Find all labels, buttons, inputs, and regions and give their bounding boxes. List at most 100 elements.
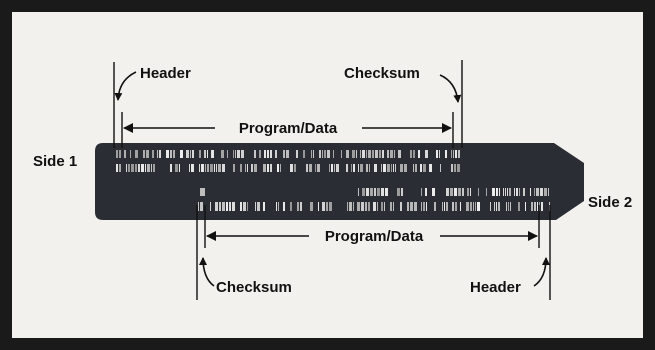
track-4-stripe: [494, 202, 495, 211]
track-2-stripe: [128, 164, 130, 172]
track-4-stripe: [537, 202, 538, 211]
track-2-stripe: [451, 164, 453, 172]
track-2-stripe: [387, 164, 390, 172]
track-1-stripe: [387, 150, 389, 158]
track-1-stripe: [259, 150, 261, 158]
track-4-stripe: [477, 202, 480, 211]
track-2-stripe: [222, 164, 225, 172]
track-4-stripe: [257, 202, 260, 211]
track-1-stripe: [124, 150, 126, 158]
track-4-stripe: [498, 202, 500, 211]
track-1-stripe: [375, 150, 378, 158]
track-1-stripe: [346, 150, 349, 158]
track-2-stripe: [393, 164, 394, 172]
track-3-stripe: [467, 188, 469, 196]
track-4-stripe: [353, 202, 354, 211]
track-4-stripe: [278, 202, 279, 211]
track-1-stripe: [425, 150, 428, 158]
track-3-stripe: [362, 188, 365, 196]
track-4-stripe: [470, 202, 472, 211]
track-2-stripe: [317, 164, 320, 172]
track-1-stripe: [313, 150, 314, 158]
track-4-stripe: [434, 202, 436, 211]
track-3-stripe: [499, 188, 500, 196]
track-3-stripe: [397, 188, 400, 196]
track-4-stripe: [318, 202, 319, 211]
track-2-stripe: [413, 164, 414, 172]
track-4-stripe: [243, 202, 246, 211]
track-1-stripe: [233, 150, 234, 158]
track-3-stripe: [540, 188, 543, 196]
track-1-stripe: [311, 150, 312, 158]
track-4-stripe: [446, 202, 448, 211]
magnetic-card: [95, 143, 584, 220]
track-3-stripe: [519, 188, 520, 196]
track-3-stripe: [523, 188, 525, 196]
track-4-stripe: [393, 202, 394, 211]
track-2-stripe: [153, 164, 155, 172]
track-4-stripe: [518, 202, 520, 211]
track-4-stripe: [410, 202, 413, 211]
program-data-bottom-label: Program/Data: [325, 228, 424, 245]
track-3-stripe: [432, 188, 435, 196]
track-4-stripe: [229, 202, 231, 211]
track-4-stripe: [460, 202, 461, 211]
track-1-stripe: [398, 150, 401, 158]
header-bottom-label: Header: [470, 279, 521, 296]
side-1-label: Side 1: [33, 153, 77, 170]
track-3-stripe: [516, 188, 518, 196]
track-3-stripe: [446, 188, 449, 196]
track-2-stripe: [267, 164, 269, 172]
track-4-stripe: [240, 202, 242, 211]
track-4-stripe: [368, 202, 370, 211]
track-2-stripe: [138, 164, 140, 172]
track-1-stripe: [173, 150, 175, 158]
track-2-stripe: [353, 164, 355, 172]
track-2-stripe: [145, 164, 146, 172]
track-4-stripe: [421, 202, 422, 211]
track-1-stripe: [170, 150, 172, 158]
track-4-stripe: [283, 202, 285, 211]
track-4-stripe: [226, 202, 228, 211]
track-1-stripe: [275, 150, 277, 158]
track-1-stripe: [130, 150, 131, 158]
track-4-stripe: [381, 202, 383, 211]
track-1-stripe: [254, 150, 256, 158]
track-1-stripe: [455, 150, 457, 158]
checksum-bottom-pointer-arrow: [199, 257, 215, 287]
track-3-stripe: [507, 188, 508, 196]
track-2-stripe: [351, 164, 352, 172]
track-4-stripe: [534, 202, 536, 211]
track-2-stripe: [151, 164, 152, 172]
track-2-stripe: [126, 164, 127, 172]
track-4-stripe: [390, 202, 392, 211]
track-1-stripe: [368, 150, 371, 158]
track-2-stripe: [290, 164, 293, 172]
track-2-stripe: [391, 164, 392, 172]
track-3-stripe: [514, 188, 515, 196]
track-2-stripe: [369, 164, 370, 172]
track-1-stripe: [451, 150, 452, 158]
checksum-bottom-label: Checksum: [216, 279, 292, 296]
track-1-stripe: [360, 150, 361, 158]
track-4-stripe: [475, 202, 476, 211]
track-1-stripe: [190, 150, 191, 158]
track-2-stripe: [366, 164, 368, 172]
track-1-stripe: [135, 150, 138, 158]
track-2-stripe: [251, 164, 253, 172]
track-1-stripe: [439, 150, 440, 158]
track-4-stripe: [508, 202, 509, 211]
track-2-stripe: [336, 164, 339, 172]
track-4-stripe: [263, 202, 265, 211]
track-3-stripe: [534, 188, 535, 196]
track-2-stripe: [383, 164, 386, 172]
track-2-stripe: [360, 164, 363, 172]
track-4-stripe: [373, 202, 376, 211]
track-4-stripe: [525, 202, 526, 211]
track-2-stripe: [457, 164, 460, 172]
track-1-stripe: [445, 150, 447, 158]
track-4-stripe: [361, 202, 364, 211]
track-2-stripe: [147, 164, 150, 172]
track-1-stripe: [199, 150, 201, 158]
